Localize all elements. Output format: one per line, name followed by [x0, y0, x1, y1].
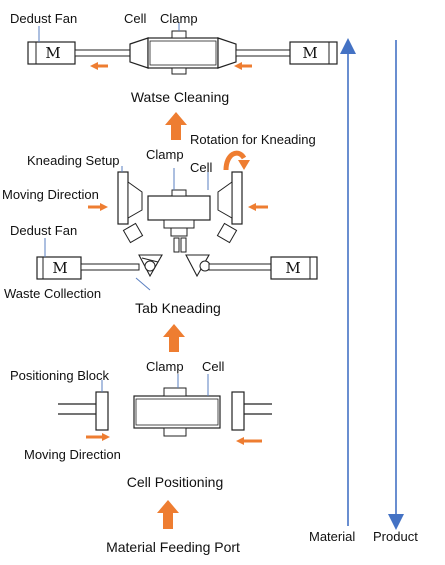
clamp-jaw-left	[129, 37, 149, 69]
cell-body-positioning	[133, 395, 221, 429]
moving-direction-label-bottom: Moving Direction	[24, 447, 121, 462]
moving-direction-arrow-left	[248, 203, 268, 211]
moving-direction-arrow-right	[88, 203, 108, 211]
flow-up-arrow-3	[157, 500, 179, 529]
positioning-block-label: Positioning Block	[10, 368, 109, 383]
cell-positioning-caption: Cell Positioning	[127, 474, 224, 490]
dedust-fan-label-middle: Dedust Fan	[10, 223, 77, 238]
tab-kneading-caption: Tab Kneading	[135, 300, 221, 316]
arrow-right-orange	[234, 62, 252, 70]
dedust-fan-label: Dedust Fan	[10, 11, 77, 26]
positioning-block-right	[231, 391, 245, 431]
motor-letter: M	[45, 44, 60, 62]
kneading-plate-left	[117, 171, 129, 225]
clamp-top	[171, 30, 187, 39]
flow-up-arrow-1	[165, 112, 187, 140]
product-label: Product	[373, 529, 418, 544]
clamp-jaw-right	[217, 37, 237, 69]
rotation-arrow	[238, 160, 250, 170]
cell-label-middle: Cell	[190, 160, 213, 175]
moving-direction-label-middle: Moving Direction	[2, 187, 99, 202]
clamp-label: Clamp	[160, 11, 198, 26]
clamp-label-middle: Clamp	[146, 147, 184, 162]
material-label: Material	[309, 529, 355, 544]
waste-collection-label: Waste Collection	[4, 286, 101, 301]
cell-label-bottom: Cell	[202, 359, 225, 374]
motor-letter: M	[52, 259, 67, 277]
cell-body	[147, 37, 219, 69]
moving-direction-arrow-right-bottom	[86, 433, 110, 441]
stage-tab-kneading: M M Kneading Setup Clamp Cell Rotation f…	[2, 132, 318, 316]
dedust-fan-motor-right	[289, 41, 338, 65]
clamp-top-positioning	[163, 387, 187, 397]
rotation-label: Rotation for Kneading	[190, 132, 316, 147]
moving-direction-arrow-left-bottom	[236, 437, 262, 445]
arrow-left-orange	[90, 62, 108, 70]
kneading-setup-label: Kneading Setup	[27, 153, 120, 168]
stage-cell-positioning: Positioning Block Clamp Cell Moving Dire…	[10, 359, 272, 490]
dedust-fan-motor-right-lower	[270, 256, 318, 280]
motor-letter: M	[285, 259, 300, 277]
stage-waste-cleaning: M M Dedust Fan Cell Clamp Watse Cleaning	[10, 11, 338, 105]
cell-label: Cell	[124, 11, 147, 26]
flow-up-arrow-2	[163, 324, 185, 352]
kneading-plate-right	[231, 171, 243, 225]
waste-cleaning-caption: Watse Cleaning	[131, 89, 229, 105]
clamp-bottom-positioning	[163, 427, 187, 437]
cell-body-kneading	[147, 195, 211, 221]
feeding-port-label: Material Feeding Port	[106, 539, 240, 555]
clamp-label-bottom: Clamp	[146, 359, 184, 374]
clamp-bottom	[171, 67, 187, 75]
positioning-block-left	[95, 391, 109, 431]
motor-letter: M	[302, 44, 317, 62]
